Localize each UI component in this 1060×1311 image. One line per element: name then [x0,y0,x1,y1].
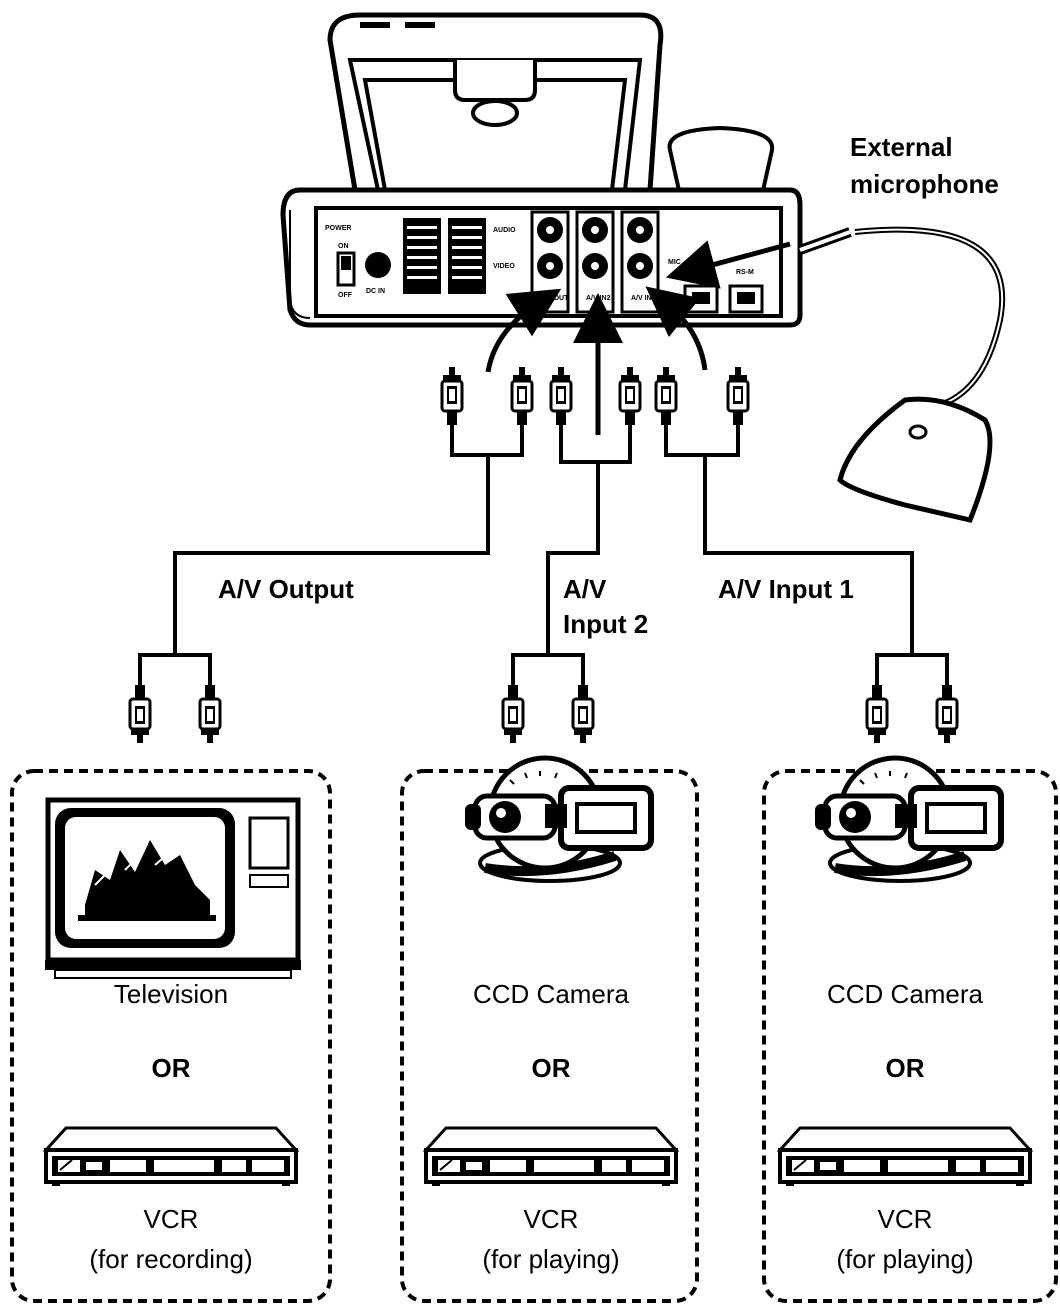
panel-audio-label: AUDIO [493,227,516,234]
ccd-camera-icon [465,758,651,881]
lower-plugs [130,685,957,743]
device1-label-2: CCD Camera [473,979,630,1009]
device2-label-1-line1: VCR [144,1204,199,1234]
panel-av-out-label: A/V OUT [540,295,569,302]
or-label-3: OR [886,1053,925,1083]
label-av-input2-line1: A/V [563,574,607,604]
connection-arrows [485,286,708,435]
device2-label-2-line1: VCR [524,1204,579,1234]
av-out-jacks: A/V OUT [530,210,570,314]
vcr-icon [44,1126,298,1188]
device1-label-3: CCD Camera [827,979,984,1009]
external-microphone: External microphone [665,132,1006,523]
av-in1-jacks: A/V IN1 [620,210,660,314]
av-in2-jacks: A/V IN2 [575,210,615,314]
label-av-input2-line2: Input 2 [563,609,648,639]
upper-plugs [440,365,750,427]
panel-rs-label: RS-M [736,269,754,276]
panel-dc-in-label: DC IN [366,288,385,295]
device-box-input1: CCD Camera OR VCR (for playing) [762,758,1058,1303]
panel-off-label: OFF [338,292,353,299]
mic-label-line1: External [850,132,953,162]
television-icon [45,797,301,979]
device2-label-3-line1: VCR [878,1204,933,1234]
device-box-output: Television OR VCR (for recording) [10,769,332,1303]
device-box-input2: CCD Camera OR VCR (for playing) [400,758,699,1303]
label-av-output: A/V Output [218,574,354,604]
panel-mic-label: MIC [668,259,681,266]
mic-label-line2: microphone [850,169,999,199]
dc-in-jack [365,252,391,278]
device2-label-3-line2: (for playing) [836,1244,973,1274]
device1-label-1: Television [114,979,228,1009]
panel-av-in2-label: A/V IN2 [586,295,611,302]
panel-power-label: POWER [325,225,351,232]
device2-label-2-line2: (for playing) [482,1244,619,1274]
or-label-2: OR [532,1053,571,1083]
label-av-input1: A/V Input 1 [718,574,854,604]
vcr-icon [778,1126,1032,1188]
lower-cables [138,653,949,685]
ccd-camera-icon [815,758,1001,881]
upper-cables [173,425,914,655]
document-camera-unit: POWER ON OFF DC IN AUDIO VIDEO A/V OUT [280,12,803,328]
panel-on-label: ON [338,243,349,250]
panel-video-label: VIDEO [493,263,515,270]
device2-label-1-line2: (for recording) [89,1244,252,1274]
panel-av-in1-label: A/V IN1 [631,295,656,302]
or-label-1: OR [152,1053,191,1083]
vcr-icon [424,1126,678,1188]
